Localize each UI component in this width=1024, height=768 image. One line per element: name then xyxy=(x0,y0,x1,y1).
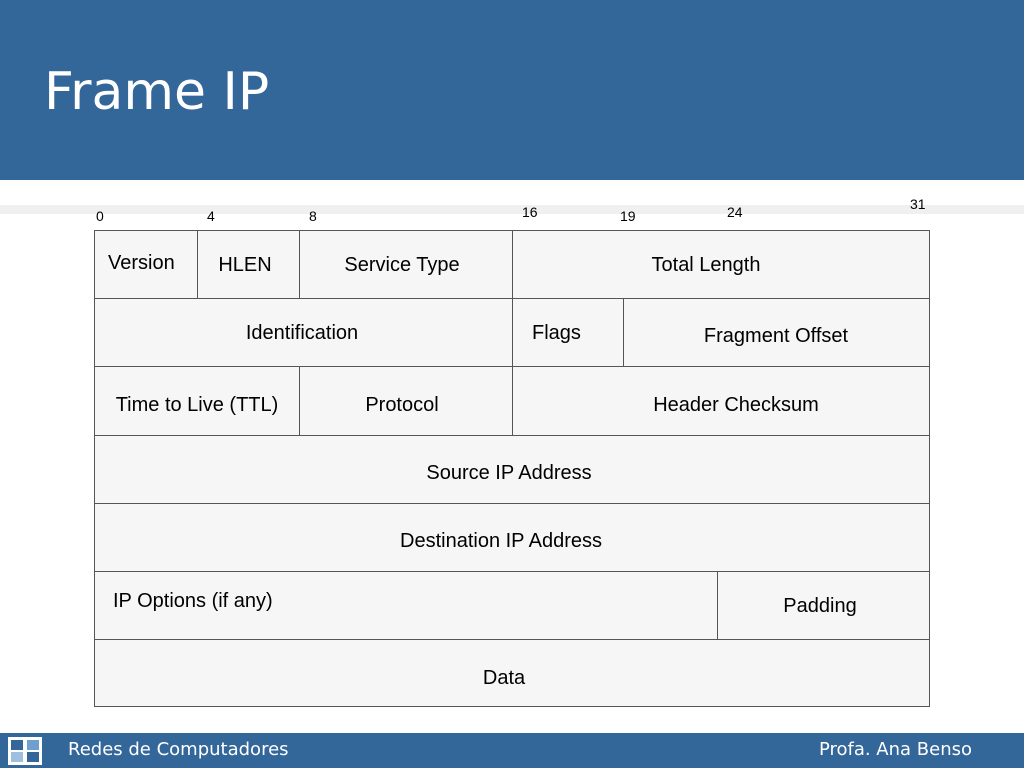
bit-label-19: 19 xyxy=(620,208,636,224)
field-version: Version xyxy=(108,252,175,274)
field-service-type: Service Type xyxy=(344,254,460,276)
field-hlen: HLEN xyxy=(218,254,272,276)
field-ttl: Time to Live (TTL) xyxy=(115,394,279,416)
row-divider xyxy=(95,639,929,640)
university-logo-icon xyxy=(8,737,42,765)
footer-course: Redes de Computadores xyxy=(68,739,289,760)
title-bar: Frame IP xyxy=(0,0,1024,180)
column-divider xyxy=(299,366,300,435)
bit-label-8: 8 xyxy=(309,208,317,224)
field-total-length: Total Length xyxy=(651,254,761,276)
field-header-checksum: Header Checksum xyxy=(653,394,819,416)
column-divider xyxy=(512,231,513,298)
bit-label-0: 0 xyxy=(96,208,104,224)
field-destination-ip: Destination IP Address xyxy=(400,530,602,552)
slide-title: Frame IP xyxy=(44,62,270,122)
bit-label-24: 24 xyxy=(727,204,743,220)
column-divider xyxy=(197,231,198,298)
column-divider xyxy=(623,298,624,366)
column-divider xyxy=(512,298,513,366)
bit-label-16: 16 xyxy=(522,204,538,220)
field-identification: Identification xyxy=(245,322,359,344)
field-data: Data xyxy=(482,667,526,689)
field-ip-options: IP Options (if any) xyxy=(113,590,273,612)
row-divider xyxy=(95,435,929,436)
column-divider xyxy=(717,571,718,639)
field-fragment-offset: Fragment Offset xyxy=(703,325,849,347)
footer-author: Profa. Ana Benso xyxy=(818,739,972,760)
field-protocol: Protocol xyxy=(365,394,439,416)
row-divider xyxy=(95,503,929,504)
divider-band xyxy=(0,205,1024,214)
field-flags: Flags xyxy=(532,322,581,344)
column-divider xyxy=(512,366,513,435)
column-divider xyxy=(299,231,300,298)
bit-label-4: 4 xyxy=(207,208,215,224)
row-divider xyxy=(95,571,929,572)
field-padding: Padding xyxy=(783,595,857,617)
ip-frame-diagram: Version HLEN Service Type Total Length I… xyxy=(94,230,930,707)
bit-label-31: 31 xyxy=(910,196,926,212)
footer-bar: Redes de Computadores Profa. Ana Benso xyxy=(0,733,1024,768)
field-source-ip: Source IP Address xyxy=(426,462,592,484)
